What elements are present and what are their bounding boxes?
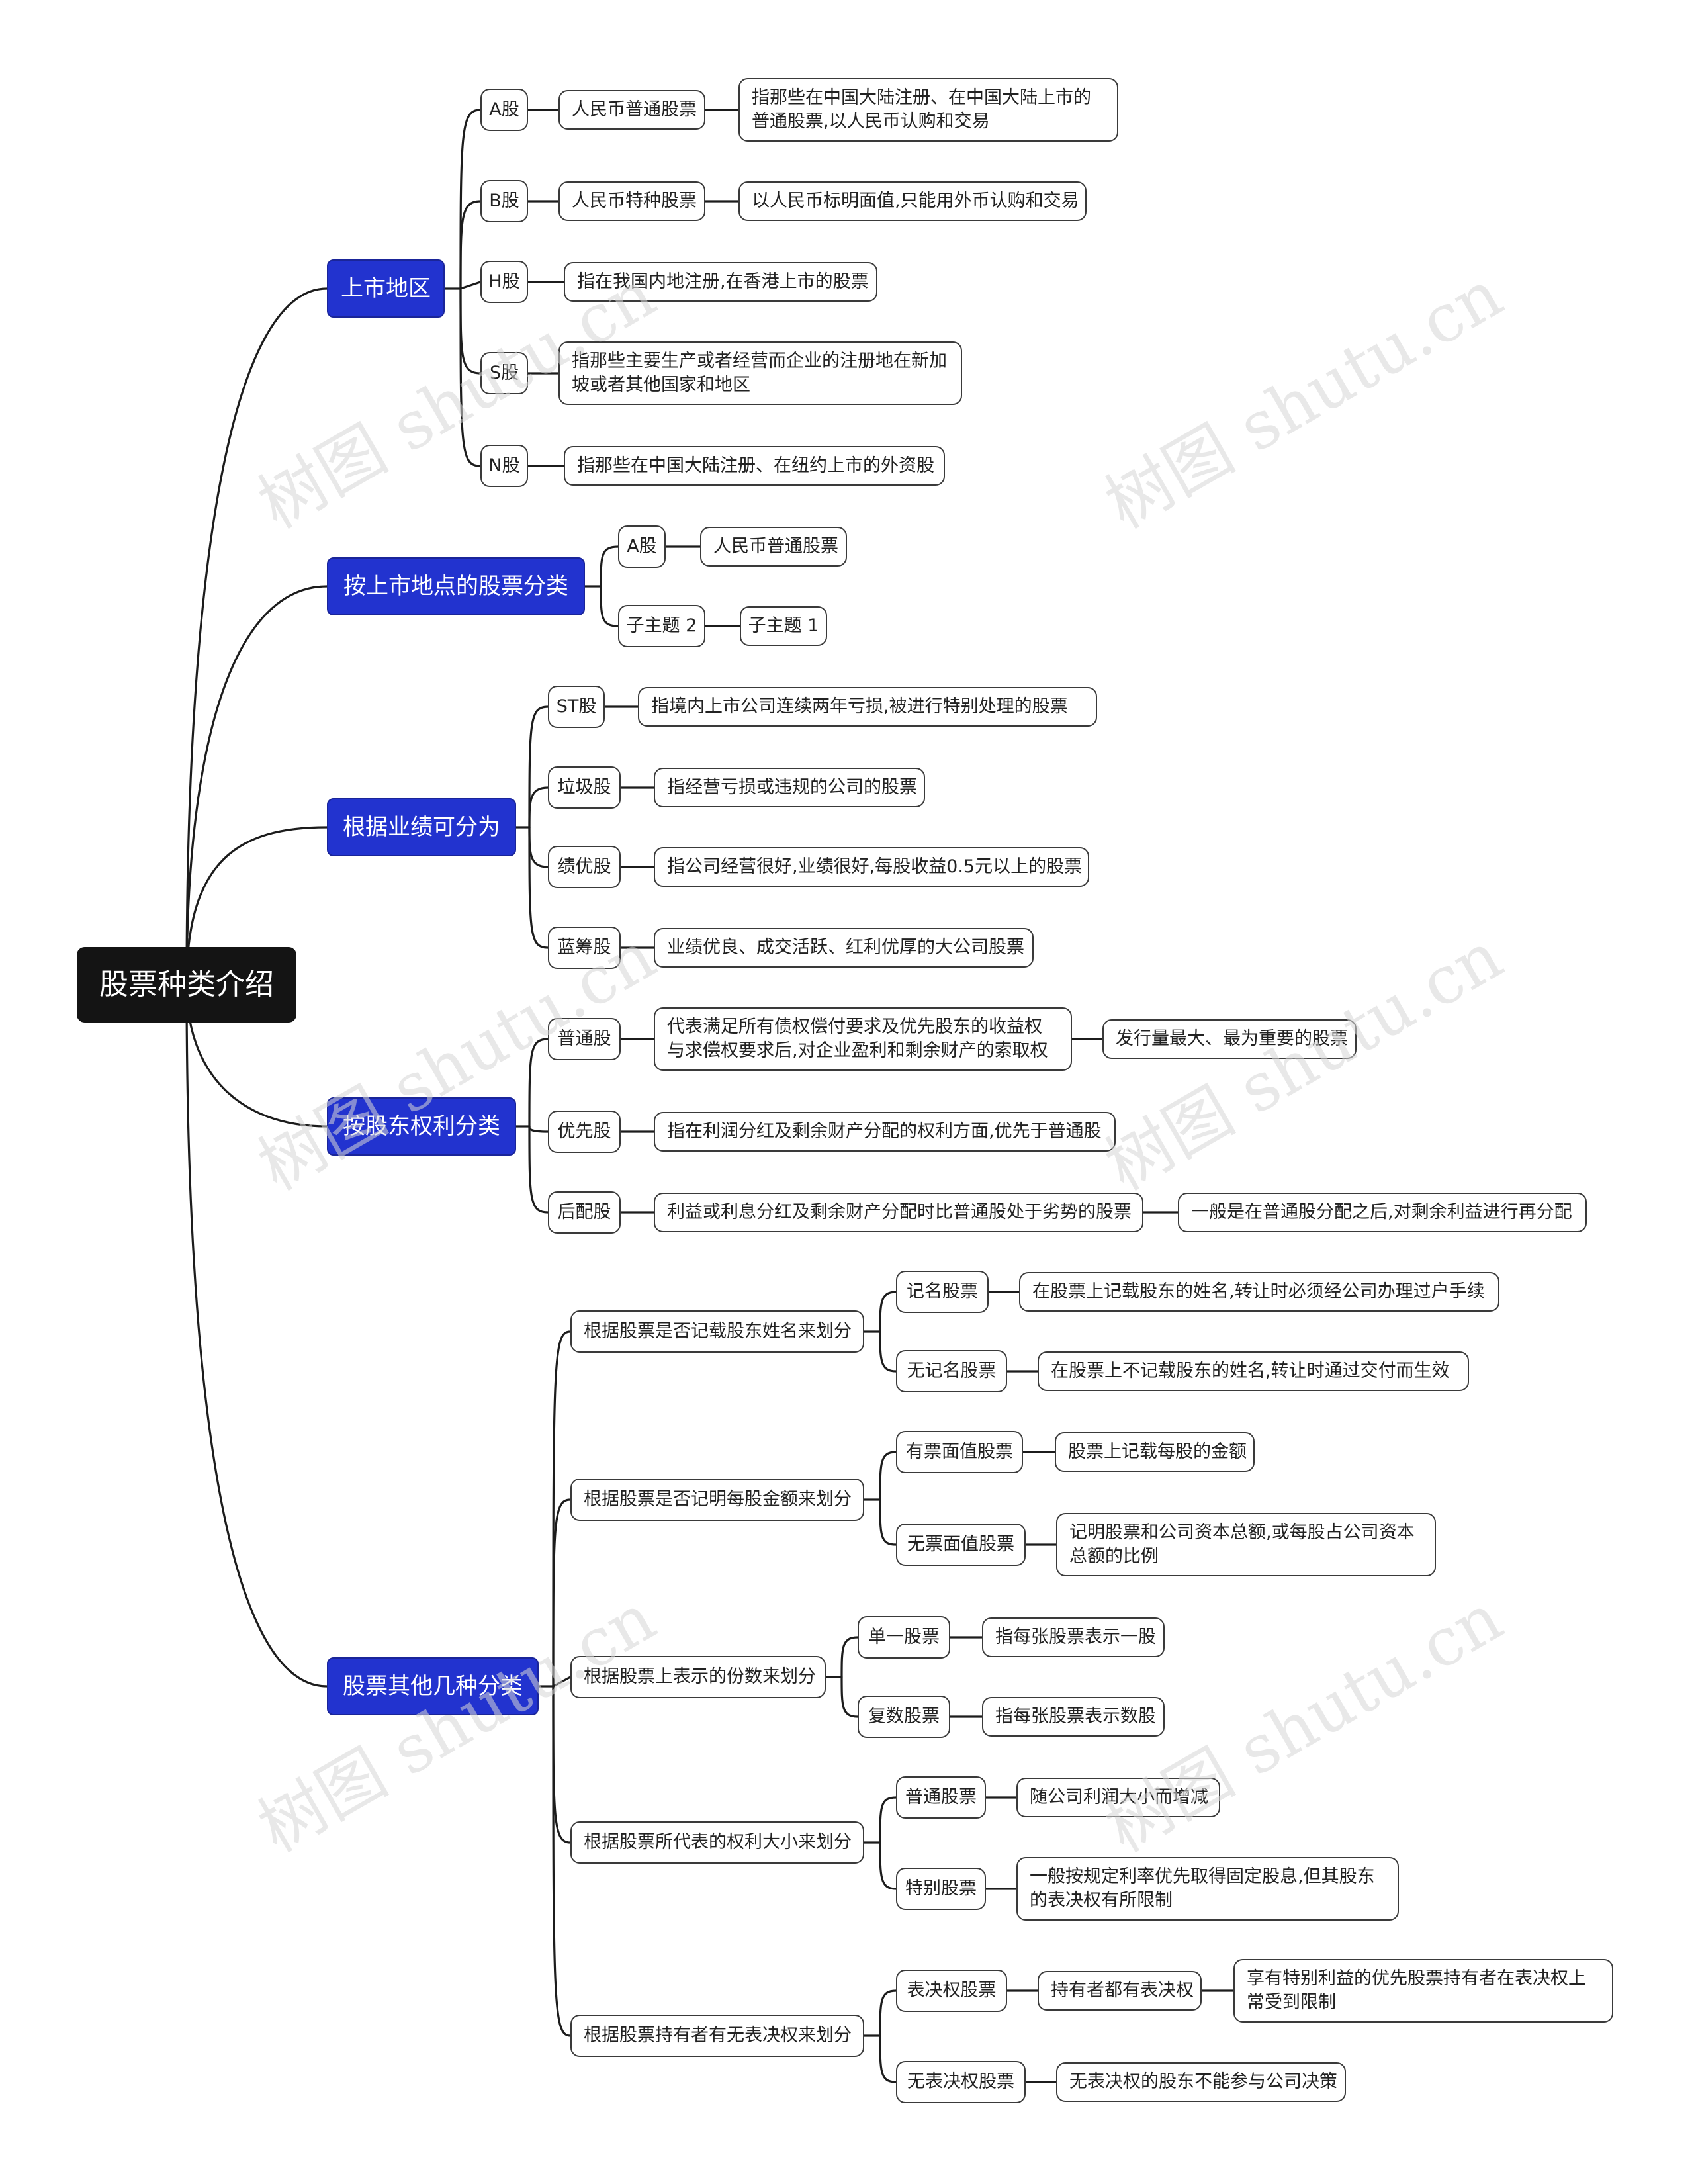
topic-deferred-stock-desc[interactable]: 利益或利息分红及剩余财产分配时比普通股处于劣势的股票 [654, 1193, 1143, 1232]
group-share-count[interactable]: 根据股票上表示的份数来划分 [570, 1656, 826, 1698]
topic-blue-chip-performer[interactable]: 绩优股 [548, 846, 621, 888]
topic-n-share-desc[interactable]: 指那些在中国大陆注册、在纽约上市的外资股 [564, 446, 945, 486]
topic-junk-share[interactable]: 垃圾股 [548, 766, 621, 809]
topic-voting-stock-desc[interactable]: 享有特别利益的优先股票持有者在表决权上常受到限制 [1233, 1959, 1613, 2023]
topic-single-share-stock-desc[interactable]: 指每张股票表示一股 [982, 1617, 1165, 1657]
topic-h-share[interactable]: H股 [480, 261, 528, 303]
topic-multiple-share-stock-desc[interactable]: 指每张股票表示数股 [982, 1697, 1165, 1737]
topic-voting-stock-holders[interactable]: 持有者都有表决权 [1038, 1971, 1202, 2011]
topic-bearer-stock[interactable]: 无记名股票 [896, 1350, 1007, 1392]
group-par-value[interactable]: 根据股票是否记明每股金额来划分 [570, 1479, 864, 1521]
topic-blue-chip-performer-desc[interactable]: 指公司经营很好,业绩很好,每股收益0.5元以上的股票 [654, 847, 1089, 887]
topic-a-share-desc[interactable]: 指那些在中国大陆注册、在中国大陆上市的普通股票,以人民币认购和交易 [738, 78, 1118, 142]
topic-common-stock-desc[interactable]: 代表满足所有债权偿付要求及优先股东的收益权与求偿权要求后,对企业盈利和剩余财产的… [654, 1007, 1072, 1071]
topic-s-share[interactable]: S股 [480, 352, 528, 394]
topic-preferred-stock-desc[interactable]: 指在利润分红及剩余财产分配的权利方面,优先于普通股 [654, 1112, 1116, 1152]
topic-single-share-stock[interactable]: 单一股票 [858, 1616, 950, 1659]
topic-registered-stock[interactable]: 记名股票 [896, 1271, 989, 1313]
root-node[interactable]: 股票种类介绍 [77, 947, 296, 1023]
topic-registered-stock-desc[interactable]: 在股票上记载股东的姓名,转让时必须经公司办理过户手续 [1019, 1272, 1499, 1312]
topic-voting-stock[interactable]: 表决权股票 [896, 1970, 1007, 2012]
topic-special-stock-desc[interactable]: 一般按规定利率优先取得固定股息,但其股东的表决权有所限制 [1016, 1857, 1399, 1921]
group-rights-size[interactable]: 根据股票所代表的权利大小来划分 [570, 1821, 864, 1864]
topic-st-share-desc[interactable]: 指境内上市公司连续两年亏损,被进行特别处理的股票 [638, 687, 1097, 727]
topic-blue-chip-desc[interactable]: 业绩优良、成交活跃、红利优厚的大公司股票 [654, 928, 1034, 968]
group-voting-rights[interactable]: 根据股票持有者有无表决权来划分 [570, 2015, 864, 2057]
topic-no-par-stock-desc[interactable]: 记明股票和公司资本总额,或每股占公司资本总额的比例 [1056, 1513, 1436, 1576]
topic-h-share-desc[interactable]: 指在我国内地注册,在香港上市的股票 [564, 262, 877, 302]
topic-junk-share-desc[interactable]: 指经营亏损或违规的公司的股票 [654, 768, 925, 807]
topic-no-par-stock[interactable]: 无票面值股票 [896, 1524, 1026, 1566]
topic-multiple-share-stock[interactable]: 复数股票 [858, 1696, 950, 1738]
topic-a-share[interactable]: A股 [480, 89, 528, 131]
subtopic-1[interactable]: 子主题 1 [740, 606, 827, 646]
topic-location-a-share-name[interactable]: 人民币普通股票 [700, 527, 847, 567]
topic-ordinary-stock-desc[interactable]: 随公司利润大小而增减 [1016, 1778, 1220, 1817]
branch-listing-location[interactable]: 按上市地点的股票分类 [327, 557, 585, 615]
topic-a-share-name[interactable]: 人民币普通股票 [558, 90, 705, 130]
topic-deferred-stock[interactable]: 后配股 [548, 1191, 621, 1234]
branch-other-classifications[interactable]: 股票其他几种分类 [327, 1657, 539, 1715]
topic-common-stock[interactable]: 普通股 [548, 1018, 621, 1060]
topic-location-a-share[interactable]: A股 [618, 525, 666, 568]
topic-ordinary-stock[interactable]: 普通股票 [896, 1776, 986, 1819]
topic-par-value-stock-desc[interactable]: 股票上记载每股的金额 [1055, 1432, 1255, 1472]
topic-non-voting-stock[interactable]: 无表决权股票 [896, 2061, 1026, 2103]
topic-s-share-desc[interactable]: 指那些主要生产或者经营而企业的注册地在新加坡或者其他国家和地区 [558, 341, 962, 405]
topic-b-share-name[interactable]: 人民币特种股票 [558, 181, 705, 221]
topic-bearer-stock-desc[interactable]: 在股票上不记载股东的姓名,转让时通过交付而生效 [1038, 1351, 1469, 1391]
topic-st-share[interactable]: ST股 [548, 686, 605, 728]
topic-b-share-desc[interactable]: 以人民币标明面值,只能用外币认购和交易 [738, 181, 1087, 221]
subtopic-2[interactable]: 子主题 2 [618, 605, 705, 647]
topic-par-value-stock[interactable]: 有票面值股票 [896, 1431, 1023, 1473]
topic-non-voting-stock-desc[interactable]: 无表决权的股东不能参与公司决策 [1056, 2062, 1346, 2102]
branch-performance[interactable]: 根据业绩可分为 [327, 798, 516, 856]
topic-preferred-stock[interactable]: 优先股 [548, 1111, 621, 1153]
topic-n-share[interactable]: N股 [480, 445, 528, 487]
topic-b-share[interactable]: B股 [480, 180, 528, 222]
branch-listing-region[interactable]: 上市地区 [327, 259, 445, 318]
topic-common-stock-note[interactable]: 发行量最大、最为重要的股票 [1102, 1019, 1357, 1059]
branch-shareholder-rights[interactable]: 按股东权利分类 [327, 1097, 516, 1156]
topic-deferred-stock-note[interactable]: 一般是在普通股分配之后,对剩余利益进行再分配 [1178, 1193, 1587, 1232]
group-registered[interactable]: 根据股票是否记载股东姓名来划分 [570, 1310, 864, 1353]
topic-blue-chip[interactable]: 蓝筹股 [548, 927, 621, 969]
topic-special-stock[interactable]: 特别股票 [896, 1868, 986, 1910]
